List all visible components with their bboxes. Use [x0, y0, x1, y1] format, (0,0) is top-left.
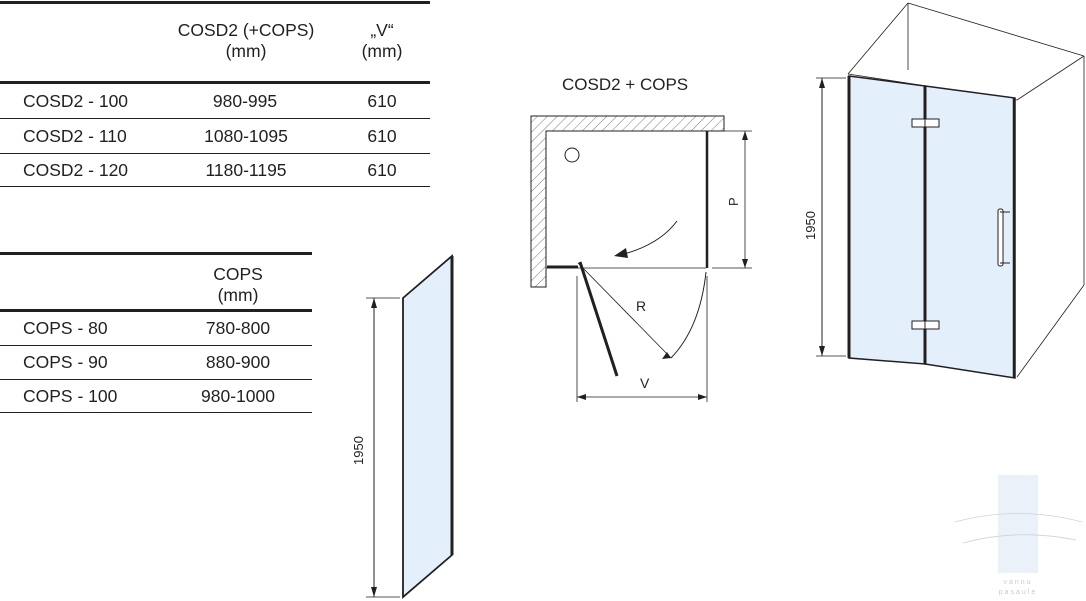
wall — [530, 115, 725, 288]
door-leaf-open — [578, 261, 619, 377]
row-range: 980-1000 — [201, 386, 275, 406]
row-model: COSD2 - 120 — [23, 160, 129, 180]
door-height-label: 1950 — [803, 211, 818, 240]
row-model: COPS - 80 — [23, 318, 108, 338]
header-model: COSD2 (+COPS) — [177, 20, 315, 40]
watermark-text-1: vannu — [1003, 579, 1032, 586]
header-v-cell: „V“ (mm) — [352, 20, 412, 62]
header-model-cell: COPS (mm) — [188, 264, 288, 306]
row-model: COSD2 - 100 — [23, 91, 129, 111]
table-top-rule — [0, 1, 430, 4]
label-v: V — [640, 375, 650, 391]
row-divider — [0, 186, 430, 187]
height-dimension — [366, 297, 400, 598]
header-v-unit: (mm) — [361, 41, 403, 61]
side-panel-glass — [402, 254, 454, 599]
header-rule — [0, 309, 312, 312]
header-model-unit: (mm) — [217, 285, 259, 305]
header-model-unit: (mm) — [225, 41, 267, 61]
rotation-arrow — [614, 220, 678, 258]
row-v: 610 — [367, 126, 397, 146]
watermark-text-2: pasaule — [999, 589, 1038, 596]
row-divider — [0, 345, 312, 346]
row-range: 1080-1095 — [204, 126, 288, 146]
row-divider — [0, 412, 312, 413]
header-v: „V“ — [370, 20, 394, 40]
row-divider — [0, 153, 430, 154]
hinge-icon — [911, 320, 940, 330]
plan-title: COSD2 + COPS — [562, 75, 688, 94]
width-dimension — [576, 276, 708, 402]
handle-icon — [997, 208, 1010, 267]
label-r: R — [636, 298, 646, 314]
hinge-icon — [911, 118, 940, 128]
header-model: COPS — [213, 264, 263, 284]
row-v: 610 — [367, 160, 397, 180]
row-range: 880-900 — [205, 352, 271, 372]
table-top-rule — [0, 252, 312, 255]
swing-arc — [577, 262, 707, 359]
row-range: 980-995 — [212, 91, 278, 111]
height-dimension — [816, 77, 846, 357]
row-divider — [0, 118, 430, 119]
depth-dimension — [712, 130, 752, 269]
row-range: 1180-1195 — [205, 160, 287, 180]
door-leaf — [923, 85, 1016, 379]
label-p: P — [726, 197, 741, 206]
row-model: COPS - 90 — [23, 352, 108, 372]
drain-icon — [564, 147, 580, 163]
row-range: 780-800 — [205, 318, 271, 338]
row-model: COPS - 100 — [23, 386, 118, 406]
panel-height-label: 1950 — [351, 436, 366, 465]
header-model-cell: COSD2 (+COPS) (mm) — [160, 20, 332, 62]
row-divider — [0, 379, 312, 380]
header-rule — [0, 81, 430, 84]
row-model: COSD2 - 110 — [23, 126, 127, 146]
row-v: 610 — [367, 91, 397, 111]
